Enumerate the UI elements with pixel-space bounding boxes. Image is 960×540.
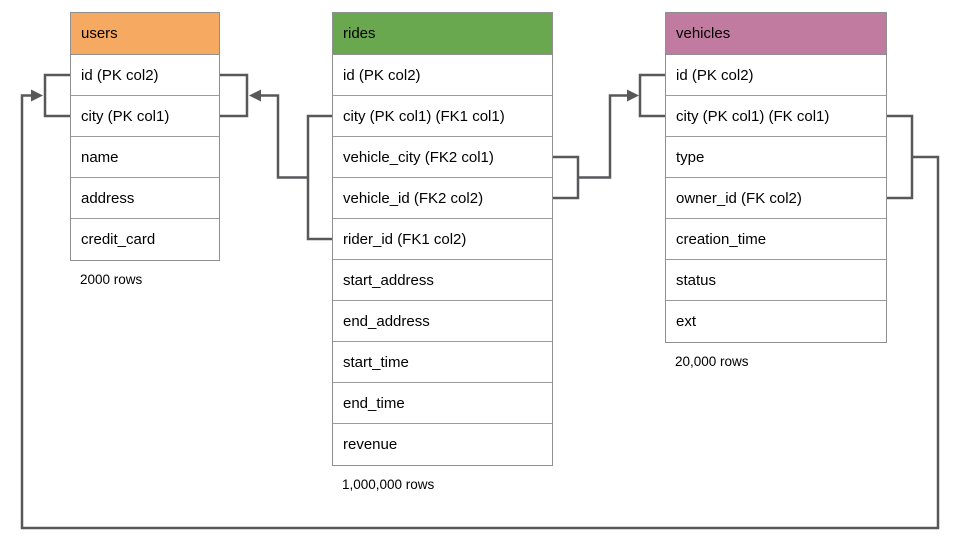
arrowhead-into-users-right <box>249 89 261 102</box>
table-row: creation_time <box>666 219 886 260</box>
table-row: revenue <box>333 424 552 465</box>
table-row: owner_id (FK col2) <box>666 178 886 219</box>
row-count-label-rides: 1,000,000 rows <box>342 477 435 492</box>
table-row: end_time <box>333 383 552 424</box>
arrowhead-into-users-left <box>31 89 43 102</box>
table-row: id (PK col2) <box>71 55 219 96</box>
bracket-users-right <box>220 73 249 118</box>
table-row: type <box>666 137 886 178</box>
table-row: city (PK col1) (FK1 col1) <box>333 96 552 137</box>
table-row: city (PK col1) <box>71 96 219 137</box>
table-header-users: users <box>71 13 219 55</box>
bracket-rides-right-to-vehicles <box>553 94 627 200</box>
table-row: credit_card <box>71 219 219 260</box>
table-row: ext <box>666 301 886 342</box>
table-row: name <box>71 137 219 178</box>
table-row: id (PK col2) <box>666 55 886 96</box>
table-header-rides: rides <box>333 13 552 55</box>
link-rides-to-users <box>261 94 332 241</box>
table-row: city (PK col1) (FK col1) <box>666 96 886 137</box>
table-header-vehicles: vehicles <box>666 13 886 55</box>
table-row: vehicle_id (FK2 col2) <box>333 178 552 219</box>
table-row: address <box>71 178 219 219</box>
table-row: id (PK col2) <box>333 55 552 96</box>
table-row: end_address <box>333 301 552 342</box>
row-count-label-users: 2000 rows <box>80 272 143 287</box>
arrowhead-into-vehicles-left <box>627 89 639 102</box>
table-row: rider_id (FK1 col2) <box>333 219 552 260</box>
bracket-users-left <box>43 73 70 118</box>
bracket-vehicles-left <box>638 73 665 118</box>
table-row: start_address <box>333 260 552 301</box>
table-row: vehicle_city (FK2 col1) <box>333 137 552 178</box>
table-row: status <box>666 260 886 301</box>
row-count-label-vehicles: 20,000 rows <box>675 354 749 369</box>
table-row: start_time <box>333 342 552 383</box>
